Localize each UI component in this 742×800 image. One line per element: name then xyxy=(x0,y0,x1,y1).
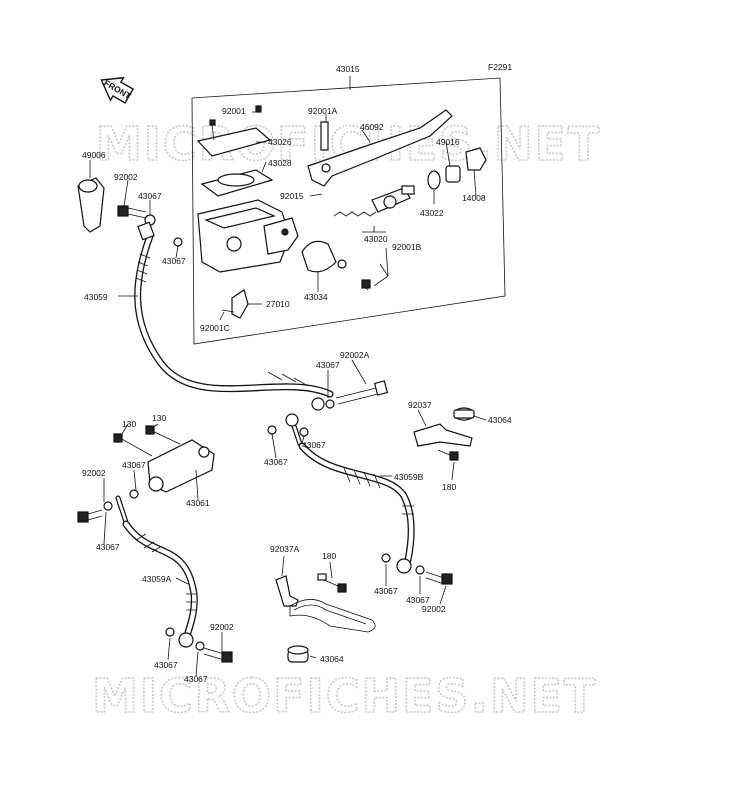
part-label-43067-i: 43067 xyxy=(184,674,208,684)
part-label-92015: 92015 xyxy=(280,191,304,201)
part-label-92001: 92001 xyxy=(222,106,246,116)
master-cylinder-body xyxy=(197,199,299,273)
part-label-43067-d: 43067 xyxy=(122,460,146,470)
part-label-43064-a: 43064 xyxy=(488,415,512,425)
part-label-180-a: 180 xyxy=(442,482,456,492)
brake-hose-43059a xyxy=(115,495,198,648)
part-label-43061: 43061 xyxy=(186,498,210,508)
figure-code: F2291 xyxy=(488,62,512,72)
piston-assembly xyxy=(333,185,415,217)
part-label-43067-c: 43067 xyxy=(316,360,340,370)
part-label-130-a: 130 xyxy=(122,419,136,429)
part-label-27010: 27010 xyxy=(266,299,290,309)
part-label-43064-b: 43064 xyxy=(320,654,344,664)
part-label-92037a: 92037A xyxy=(270,544,300,554)
part-label-43067-k: 43067 xyxy=(406,595,430,605)
part-label-43028: 43028 xyxy=(268,158,292,168)
hose-joint-49006 xyxy=(77,177,105,233)
part-label-49016: 49016 xyxy=(436,137,460,147)
reservoir-cap xyxy=(196,105,274,197)
part-label-43067-g: 43067 xyxy=(96,542,120,552)
handlebar-clamp xyxy=(301,240,371,291)
part-label-43034: 43034 xyxy=(304,292,328,302)
part-label-180-b: 180 xyxy=(322,551,336,561)
part-label-43067-h: 43067 xyxy=(154,660,178,670)
leader-lines xyxy=(89,111,487,677)
part-label-92002-a: 92002 xyxy=(114,172,138,182)
part-label-43059a: 43059A xyxy=(142,574,172,584)
hose-guide-92037 xyxy=(413,407,475,461)
part-label-43067-j: 43067 xyxy=(374,586,398,596)
part-label-46092: 46092 xyxy=(360,122,384,132)
banjo-bolt-92002a xyxy=(325,380,389,409)
front-arrow-icon: FRONT xyxy=(100,76,135,104)
banjo-bolt-lower-left xyxy=(77,489,233,663)
part-label-49006: 49006 xyxy=(82,150,106,160)
part-label-92001a: 92001A xyxy=(308,106,338,116)
part-label-130-b: 130 xyxy=(152,413,166,423)
part-label-92002-d: 92002 xyxy=(422,604,446,614)
brake-hose-43059b xyxy=(267,413,453,585)
part-label-14008: 14008 xyxy=(462,193,486,203)
brake-lever xyxy=(307,109,453,187)
brake-light-switch xyxy=(221,289,249,319)
part-label-92002-b: 92002 xyxy=(82,468,106,478)
part-label-92002a: 92002A xyxy=(340,350,370,360)
part-label-43059: 43059 xyxy=(84,292,108,302)
part-label-92001b: 92001B xyxy=(392,242,422,252)
part-label-43067-f: 43067 xyxy=(302,440,326,450)
part-label-43026: 43026 xyxy=(268,137,292,147)
part-label-43020: 43020 xyxy=(364,234,388,244)
part-label-43067-b: 43067 xyxy=(162,256,186,266)
part-label-92002-c: 92002 xyxy=(210,622,234,632)
part-label-43067-e: 43067 xyxy=(264,457,288,467)
three-way-joint xyxy=(113,425,215,493)
part-label-43067-a: 43067 xyxy=(138,191,162,201)
part-label-43015: 43015 xyxy=(336,64,360,74)
hose-guide-92037a xyxy=(275,573,376,663)
part-label-92037: 92037 xyxy=(408,400,432,410)
part-label-92001c: 92001C xyxy=(200,323,230,333)
part-label-43059b: 43059B xyxy=(394,472,424,482)
brake-hose-43059 xyxy=(134,221,334,411)
watermark-bottom: MICROFICHES.NET xyxy=(92,669,597,723)
boot-and-nut xyxy=(427,147,487,190)
assembly-bracket-43015 xyxy=(191,77,506,345)
part-label-43022: 43022 xyxy=(420,208,444,218)
part-labels: 43015 92001 92001A 46092 43026 43028 49016 9201… xyxy=(82,64,512,684)
